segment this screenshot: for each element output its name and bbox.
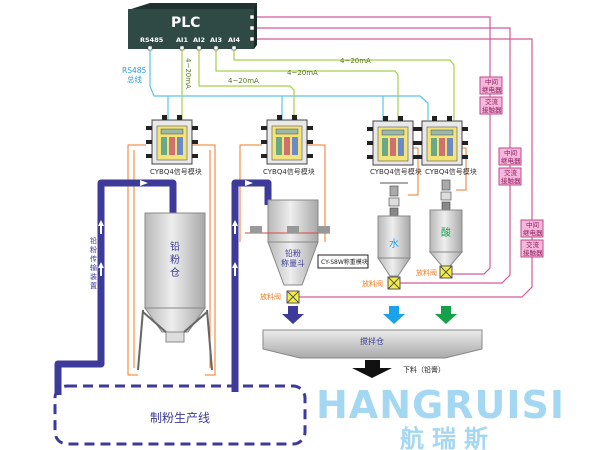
plc-unit: PLC RS485 AI1 AI2 AI3 AI4	[128, 3, 257, 51]
analog-label-ai2: 4~20mA	[228, 77, 259, 85]
signal-module-3	[366, 115, 420, 166]
relay-2-top-line-2: 继电器	[501, 156, 521, 165]
acid-tank: 酸	[428, 179, 464, 267]
conveyor-label-char: 传	[90, 254, 97, 263]
hopper-label-line-2: 称量斗	[281, 258, 305, 268]
lead-feed-arrow	[282, 306, 304, 324]
relay-2-bottom-line-1: 交流	[504, 168, 518, 177]
signal-module-4	[415, 115, 469, 166]
port-ai1: AI1	[176, 36, 188, 44]
weighing-module-box: CY-S8W称重模块	[317, 254, 369, 269]
weighing-module-label: CY-S8W称重模块	[321, 258, 368, 266]
conveyor-label-char: 粉	[90, 245, 97, 254]
conveyor-label-char: 置	[90, 282, 97, 290]
relay-1-bottom-line-2: 接触器	[482, 105, 502, 114]
relay-3-top-line-1: 中间	[526, 220, 539, 229]
hopper-label-line-1: 铅粉	[285, 248, 301, 258]
discharge-label: 下料（铅膏）	[403, 365, 445, 374]
silo-label-char: 粉	[170, 253, 180, 266]
port-rs485: RS485	[140, 36, 164, 44]
module-label-3: CYBQ4信号模块	[370, 167, 422, 176]
valve-label-acid: 放料阀	[416, 268, 437, 277]
module-label-2: CYBQ4信号模块	[263, 167, 315, 176]
acid-feed-arrow	[435, 306, 457, 324]
signal-module-1	[145, 114, 199, 165]
production-line-label: 制粉生产线	[150, 411, 210, 425]
watermark-latin: HANGRUISI	[316, 383, 565, 427]
valve-hopper	[286, 290, 300, 304]
port-ai3: AI3	[210, 36, 222, 44]
water-feed-arrow	[383, 306, 405, 324]
sensor-wires	[127, 144, 467, 376]
watermark-chinese: 航瑞斯	[400, 425, 496, 450]
relay-3-bottom-line-2: 接触器	[523, 248, 543, 257]
valve-label-water: 放料阀	[362, 279, 383, 288]
silo-label-char: 铅	[170, 240, 180, 253]
analog-label-ai3: 4~20mA	[287, 69, 318, 77]
conveyor-label: 铅 粉 传 输 装 置	[90, 236, 97, 290]
plc-title: PLC	[171, 15, 200, 31]
silo-label-char: 仓	[170, 266, 180, 279]
production-line: 制粉生产线	[53, 384, 307, 446]
watermark-logo: HANGRUISI 航瑞斯	[316, 383, 565, 450]
lead-powder-silo: 铅 粉 仓	[137, 212, 213, 371]
relay-1-top-line-1: 中间	[485, 77, 498, 86]
analog-lines	[181, 48, 455, 120]
conveyor-label-char: 装	[90, 272, 97, 281]
port-ai2: AI2	[193, 36, 205, 44]
lead-weighing-hopper: 铅粉 称量斗	[245, 199, 330, 286]
water-label: 水	[389, 238, 399, 250]
mixer-label: 搅拌仓	[360, 336, 384, 346]
valve-label-hopper: 放料阀	[260, 292, 281, 301]
analog-label-ai1: 4~20mA	[184, 58, 192, 89]
relay-3-bottom-line-1: 交流	[526, 240, 540, 249]
rs485-bus	[149, 48, 429, 120]
mixing-tank: 搅拌仓	[262, 329, 483, 359]
control-lines	[256, 16, 533, 298]
acid-label: 酸	[441, 226, 451, 239]
flow-arrows	[98, 180, 253, 276]
conveyor-label-char: 输	[90, 263, 97, 272]
bus-label: 总线	[127, 74, 142, 84]
signal-module-2	[260, 114, 314, 165]
water-tank: 水	[377, 182, 411, 277]
conveyor-label-char: 铅	[90, 236, 97, 245]
valve-water	[387, 276, 401, 290]
port-ai4: AI4	[228, 36, 240, 44]
relay-3-top-line-2: 继电器	[523, 228, 543, 237]
relay-2-top-line-1: 中间	[504, 148, 517, 157]
module-label-1: CYBQ4信号模块	[150, 167, 202, 176]
relay-1-top-line-2: 继电器	[482, 85, 502, 94]
discharge-arrow	[352, 360, 392, 378]
module-label-4: CYBQ4信号模块	[425, 167, 477, 176]
relay-2-bottom-line-2: 接触器	[501, 176, 521, 185]
analog-label-ai4: 4~20mA	[340, 57, 371, 65]
relay-1-bottom-line-1: 交流	[485, 97, 499, 106]
rs485-label: RS485	[122, 66, 147, 75]
valve-acid	[439, 265, 453, 279]
